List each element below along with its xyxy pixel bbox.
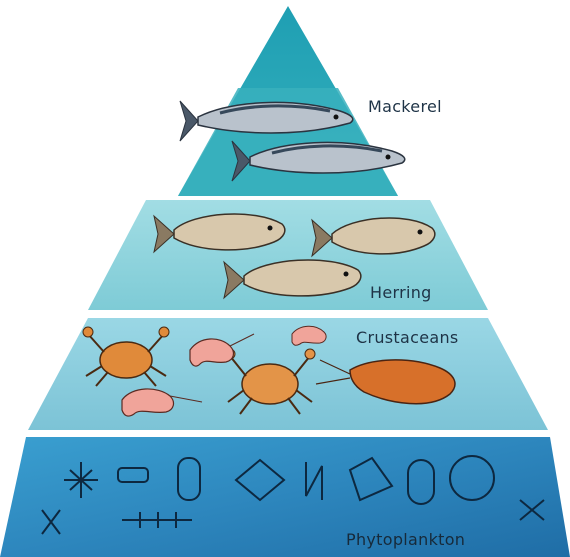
phytoplankton-label: Phytoplankton (346, 530, 465, 549)
herring-label: Herring (370, 283, 432, 302)
mackerel-label: Mackerel (368, 97, 442, 116)
shrimp-icon (292, 326, 326, 345)
crustaceans-label: Crustaceans (356, 328, 459, 347)
